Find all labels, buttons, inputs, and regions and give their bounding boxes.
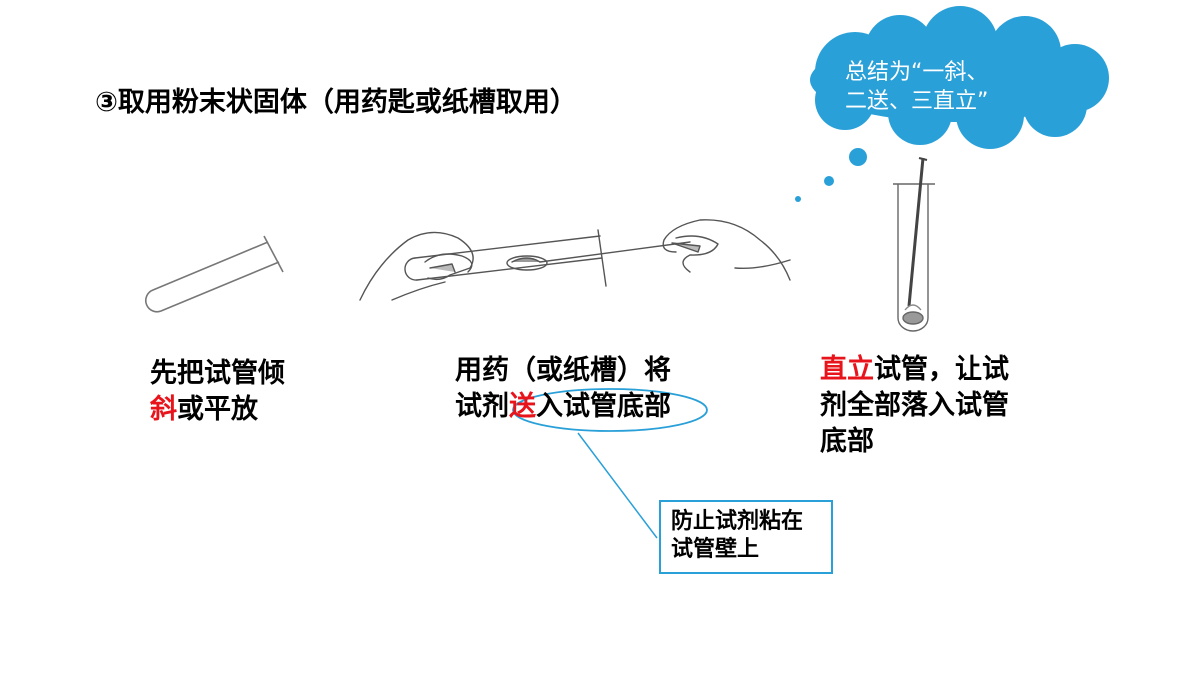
- step1-caption: 先把试管倾 斜或平放: [150, 356, 285, 428]
- summary-cloud-text: 总结为“一斜、 二送、三直立”: [845, 58, 1055, 116]
- step1-emphasis: 斜: [150, 394, 177, 425]
- step3-line-3: 底部: [820, 426, 874, 457]
- upright-test-tube-icon: [893, 157, 935, 332]
- tilted-test-tube-icon: [144, 235, 284, 313]
- callout-line: [577, 432, 658, 539]
- step3-emphasis: 直立: [820, 354, 874, 385]
- cloud-line-2: 二送、三直立”: [845, 89, 989, 114]
- step1-line-2-rest: 或平放: [177, 394, 258, 425]
- step3-line-2: 剂全部落入试管: [820, 390, 1009, 421]
- step3-line-1: 直立试管，让试: [820, 352, 1009, 388]
- note-line-2: 试管壁上: [671, 537, 760, 562]
- hands-spatula-tube-icon: [359, 219, 791, 301]
- step2-caption: 用药（或纸槽）将 试剂送入试管底部: [455, 353, 671, 425]
- step3-caption: 直立试管，让试 剂全部落入试管 底部: [820, 352, 1009, 460]
- slide-title: ③取用粉末状固体（用药匙或纸槽取用）: [95, 87, 577, 118]
- step3-line-1-rest: 试管，让试: [874, 354, 1009, 385]
- cloud-line-1: 总结为“一斜、: [845, 60, 989, 85]
- step1-line-2: 斜或平放: [150, 392, 285, 428]
- step1-line-1: 先把试管倾: [150, 358, 285, 389]
- step2-line-1: 用药（或纸槽）将: [455, 355, 671, 386]
- step2-line-2-rest: 入试管底部: [536, 391, 671, 422]
- step2-line-2-pre: 试剂: [455, 391, 509, 422]
- highlight-ellipse: [512, 388, 708, 432]
- step2-emphasis: 送: [509, 391, 536, 422]
- note-box: 防止试剂粘在 试管壁上: [659, 500, 833, 574]
- step2-line-2: 试剂送入试管底部: [455, 389, 671, 425]
- note-line-1: 防止试剂粘在: [671, 509, 804, 534]
- thought-cloud-icon: [795, 6, 1109, 202]
